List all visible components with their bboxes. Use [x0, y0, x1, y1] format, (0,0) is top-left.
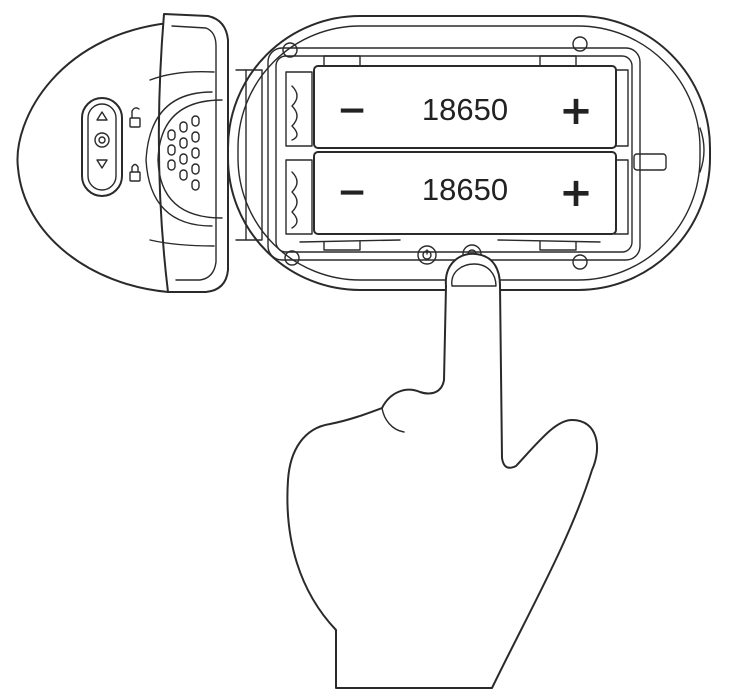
- positive-contacts: [613, 69, 629, 235]
- battery-housing: − 18650 + − 18650 +: [227, 15, 711, 291]
- hand-outline: [286, 252, 599, 689]
- speaker-grille: [167, 115, 200, 191]
- knuckle-line: [381, 407, 405, 433]
- side-port: [699, 127, 705, 173]
- battery-label: 18650: [422, 92, 508, 127]
- screw-post: [284, 250, 300, 266]
- hinge-block: [235, 69, 263, 241]
- pointing-hand: [286, 252, 599, 689]
- lid-outer-shell: [16, 21, 181, 293]
- power-button[interactable]: [417, 245, 437, 265]
- speaker-area: [145, 91, 213, 227]
- lid-button-panel: [81, 97, 123, 197]
- side-latch: [633, 153, 667, 171]
- lock-icon: [129, 163, 141, 182]
- battery-cell-2: − 18650 +: [313, 151, 617, 235]
- battery-clip: [539, 241, 577, 251]
- battery-body: [313, 65, 617, 149]
- battery-label: 18650: [422, 172, 508, 207]
- record-icon: [94, 132, 110, 148]
- negative-terminal-label: −: [337, 90, 367, 131]
- battery-cell-1: − 18650 +: [313, 65, 617, 149]
- battery-clip: [323, 241, 361, 251]
- screw-post: [572, 254, 588, 270]
- positive-terminal-label: +: [559, 88, 593, 134]
- lid-rim-inner: [171, 25, 217, 281]
- screw-post: [572, 36, 588, 52]
- camera-lid: [16, 13, 229, 293]
- screw-post: [282, 42, 298, 58]
- negative-terminal-label: −: [337, 172, 367, 213]
- down-arrow-icon: [96, 159, 108, 169]
- up-arrow-icon: [96, 111, 108, 121]
- battery-clip: [323, 55, 361, 67]
- battery-clip: [539, 55, 577, 67]
- fingernail: [451, 263, 497, 287]
- battery-body: [313, 151, 617, 235]
- lid-rim: [157, 13, 229, 293]
- positive-terminal-label: +: [559, 170, 593, 216]
- unlock-icon: [129, 107, 141, 128]
- negative-contacts: [285, 71, 313, 235]
